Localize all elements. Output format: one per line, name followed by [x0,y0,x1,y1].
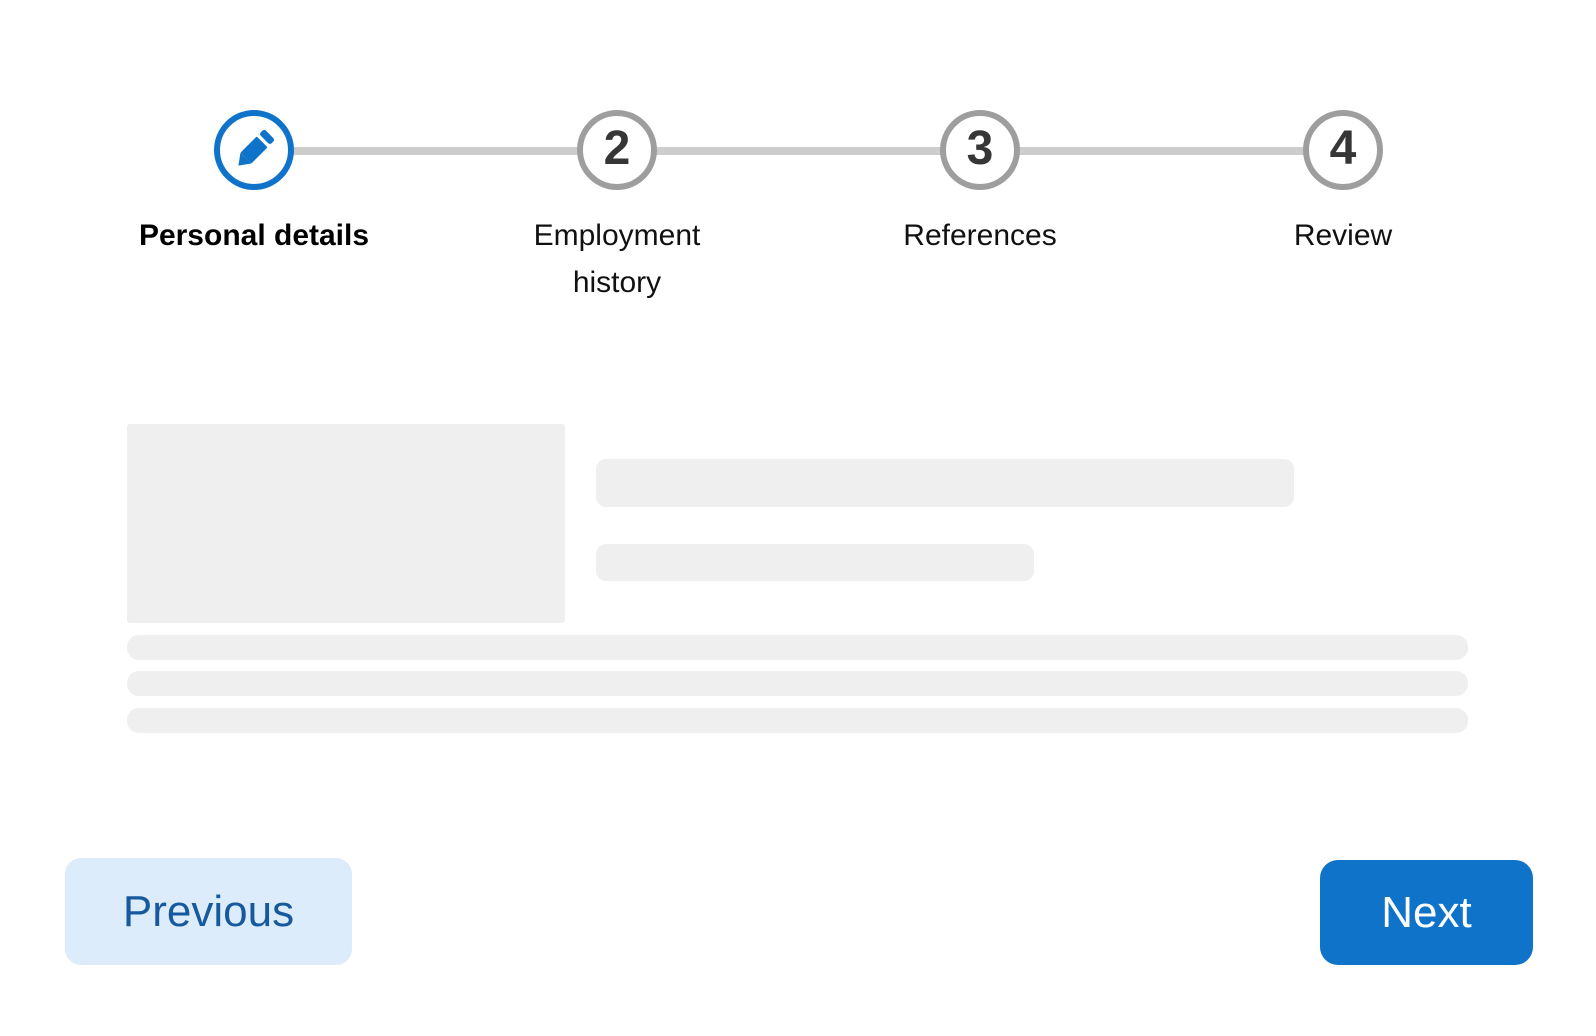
step-2-label: Employment history [533,219,701,299]
stepper-step-review: 4 Review [1223,110,1463,259]
next-button[interactable]: Next [1320,860,1533,965]
step-1-label: Personal details [138,219,370,252]
stepper-connector-line [260,147,1340,155]
step-4-label: Review [1293,219,1393,252]
step-4-number: 4 [1329,122,1357,175]
step-3-label: References [903,219,1057,252]
skeleton-row-3 [127,708,1468,733]
step-1-circle [214,110,294,190]
step-3-circle: 3 [940,110,1020,190]
step-3-number: 3 [966,122,994,175]
stepper-step-employment-history: 2 Employment history [497,110,737,306]
step-2-number: 2 [603,122,631,175]
step-2-circle: 2 [577,110,657,190]
skeleton-text-line-1 [596,459,1294,507]
pencil-icon [238,129,275,166]
stepper-step-personal-details: Personal details [134,110,374,259]
skeleton-text-line-2 [596,544,1034,581]
stepper-step-references: 3 References [860,110,1100,259]
previous-button[interactable]: Previous [65,858,352,965]
step-4-circle: 4 [1303,110,1383,190]
skeleton-row-1 [127,635,1468,660]
skeleton-row-2 [127,671,1468,696]
skeleton-image-block [127,424,565,623]
